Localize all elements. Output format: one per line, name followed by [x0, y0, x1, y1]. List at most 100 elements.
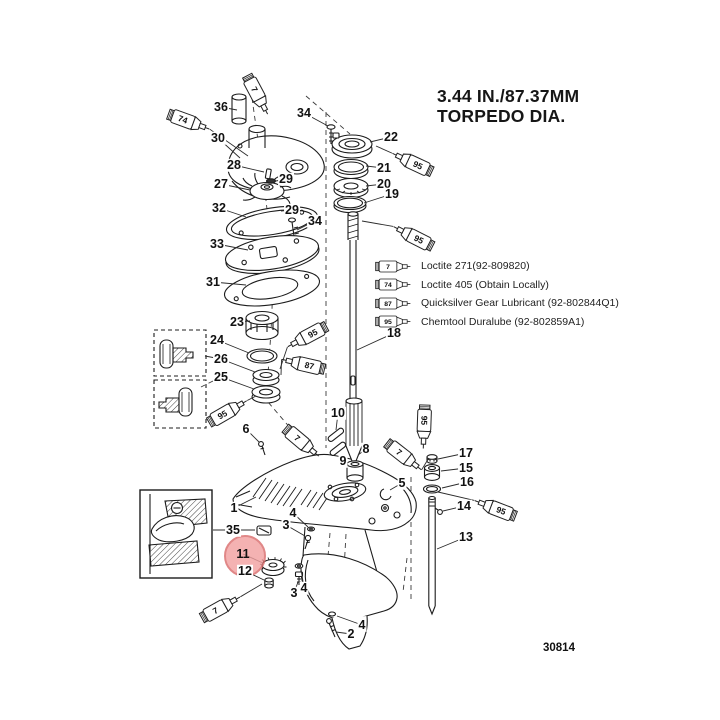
lubricant-tube-95: 95 [287, 320, 330, 348]
seal-26 [252, 368, 280, 382]
part-callout-15[interactable]: 15 [458, 460, 474, 475]
part-callout-29[interactable]: 29 [284, 202, 300, 217]
inset-detail-box [139, 489, 213, 579]
svg-text:7: 7 [394, 447, 404, 458]
svg-text:95: 95 [306, 327, 319, 340]
title-block: 3.44 IN./87.37MM TORPEDO DIA. [437, 86, 579, 127]
legend-label: Chemtool Duralube (92-802859A1) [421, 315, 585, 328]
part-callout-19[interactable]: 19 [384, 186, 400, 201]
part-callout-1[interactable]: 1 [229, 500, 239, 515]
bearing-stack [331, 132, 373, 214]
part-callout-30[interactable]: 30 [210, 130, 226, 145]
svg-text:95: 95 [412, 233, 425, 246]
legend-label: Loctite 271(92-809820) [421, 260, 530, 272]
part-callout-6[interactable]: 6 [241, 421, 251, 436]
legend-item: 95 Chemtool Duralube (92-802859A1) [375, 315, 619, 329]
svg-text:95: 95 [216, 408, 229, 422]
part-callout-5[interactable]: 5 [397, 475, 407, 490]
bushing-15 [423, 464, 441, 472]
lubricant-tube-95: 95 [416, 404, 432, 449]
part-callout-14[interactable]: 14 [456, 498, 472, 513]
carrier-23 [245, 310, 279, 326]
legend-label: Quicksilver Gear Lubricant (92-802844Q1) [421, 297, 619, 309]
svg-text:87: 87 [384, 301, 392, 308]
part-callout-4[interactable]: 4 [357, 617, 367, 632]
lubricant-tube-74: 74 [165, 108, 210, 131]
svg-text:95: 95 [412, 159, 425, 172]
lubricant-tube-icon: 95 [375, 315, 411, 328]
part-callout-9[interactable]: 9 [338, 453, 348, 468]
part-callout-32[interactable]: 32 [211, 200, 227, 215]
lubricant-tube-7: 7 [241, 72, 269, 115]
part-callout-2[interactable]: 2 [346, 626, 356, 641]
svg-text:95: 95 [419, 416, 429, 426]
washer-4b [294, 563, 304, 569]
svg-text:7: 7 [292, 433, 302, 444]
legend-item: 7 Loctite 271(92-809820) [375, 259, 619, 273]
water-pump-assembly [223, 93, 336, 307]
part-callout-36[interactable]: 36 [213, 99, 229, 114]
bearing-22 [331, 134, 373, 154]
lubricant-tube-7: 7 [281, 423, 320, 457]
svg-text:74: 74 [177, 113, 190, 126]
lubricant-tube-icon: 7 [375, 260, 411, 272]
seal-orientation-boxes [153, 329, 207, 429]
shift-shaft-assembly [422, 454, 443, 616]
lubricant-tube-95: 95 [393, 226, 436, 252]
part-callout-4[interactable]: 4 [299, 580, 309, 595]
clip-5 [379, 488, 392, 501]
part-callout-35[interactable]: 35 [225, 522, 241, 537]
part-callout-16[interactable]: 16 [459, 474, 475, 489]
washer-29a [265, 178, 277, 184]
part-callout-33[interactable]: 33 [209, 236, 225, 251]
svg-text:95: 95 [384, 319, 392, 326]
part-callout-3[interactable]: 3 [281, 517, 291, 532]
svg-text:95: 95 [495, 504, 508, 517]
part-callout-31[interactable]: 31 [205, 274, 221, 289]
part-callout-24[interactable]: 24 [209, 332, 225, 347]
part-callout-12[interactable]: 12 [237, 563, 253, 578]
drawing-number: 30814 [543, 642, 575, 654]
title-line-1: 3.44 IN./87.37MM [437, 86, 580, 106]
pump-base-boss [323, 482, 367, 502]
gasket-31 [223, 269, 321, 307]
svg-text:74: 74 [384, 282, 392, 289]
part-callout-34[interactable]: 34 [296, 105, 312, 120]
part-callout-4[interactable]: 4 [288, 505, 298, 520]
part-callout-3[interactable]: 3 [289, 585, 299, 600]
title-line-2: TORPEDO DIA. [437, 106, 566, 127]
part-callout-22[interactable]: 22 [383, 129, 399, 144]
lubricant-tube-icon: 87 [375, 297, 411, 309]
washer-4a [306, 526, 316, 532]
part-callout-8[interactable]: 8 [361, 441, 371, 456]
part-callout-28[interactable]: 28 [226, 157, 242, 172]
part-callout-26[interactable]: 26 [213, 351, 229, 366]
part-callout-17[interactable]: 17 [458, 445, 474, 460]
svg-text:7: 7 [211, 605, 220, 616]
legend-item: 87 Quicksilver Gear Lubricant (92-802844… [375, 296, 619, 310]
lubricant-tube-87: 87 [281, 355, 327, 375]
part-callout-18[interactable]: 18 [386, 325, 402, 340]
part-callout-21[interactable]: 21 [376, 160, 392, 175]
part-callout-13[interactable]: 13 [458, 529, 474, 544]
part-callout-11[interactable]: 11 [236, 546, 250, 561]
part-callout-29[interactable]: 29 [278, 171, 294, 186]
lubricant-tube-95: 95 [392, 152, 435, 178]
part-callout-23[interactable]: 23 [229, 314, 245, 329]
part-callout-27[interactable]: 27 [213, 176, 229, 191]
lubricant-tube-icon: 74 [375, 278, 411, 291]
washer-4c [327, 611, 337, 617]
svg-text:87: 87 [304, 360, 316, 372]
plate-33 [224, 235, 320, 274]
part-callout-34[interactable]: 34 [307, 213, 323, 228]
part-callout-10[interactable]: 10 [330, 405, 346, 420]
lubricant-tube-7: 7 [382, 438, 422, 471]
legend-label: Loctite 405 (Obtain Locally) [421, 278, 549, 291]
svg-text:7: 7 [386, 264, 390, 271]
part-callout-25[interactable]: 25 [213, 369, 229, 384]
lubricant-legend: 7 Loctite 271(92-809820) 74 Loctite 405 … [375, 259, 619, 329]
part-callout-20[interactable]: 20 [376, 176, 392, 191]
gearcase-housing [232, 441, 417, 550]
